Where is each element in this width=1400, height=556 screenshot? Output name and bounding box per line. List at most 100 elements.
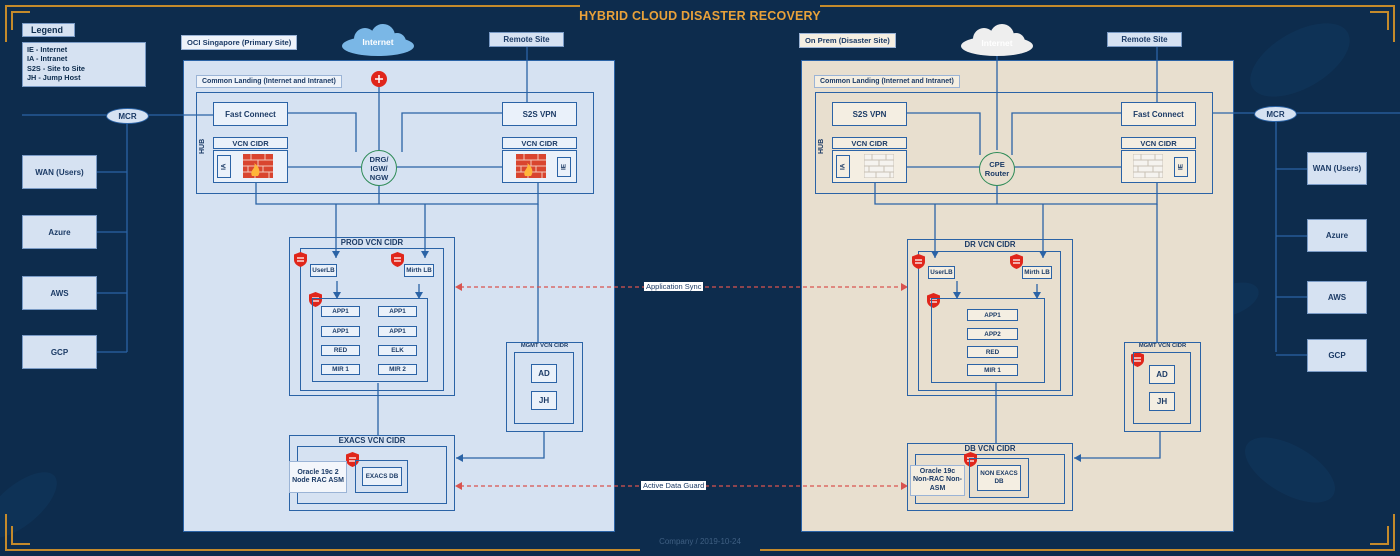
vcn-cidr-right-primary: VCN CIDR — [502, 137, 577, 149]
app-tier-box-dr — [931, 298, 1045, 383]
app-node: APP1 — [967, 309, 1018, 321]
shield-icon — [391, 252, 404, 267]
prod-vcn-label: PROD VCN CIDR — [340, 238, 404, 247]
gcp-node-right: GCP — [1307, 339, 1367, 372]
aws-node-left: AWS — [22, 276, 97, 310]
app-node: RED — [321, 345, 360, 356]
app-node: RED — [967, 346, 1018, 358]
drg-gateway-node: DRG/ IGW/ NGW — [361, 150, 397, 186]
jh-node-primary: JH — [531, 391, 557, 410]
jh-node-dr: JH — [1149, 392, 1175, 411]
legend-item: IA - Intranet — [27, 54, 68, 64]
legend-item: S2S - Site to Site — [27, 63, 85, 73]
app-node: APP1 — [321, 306, 360, 317]
ia-label-primary: IA — [217, 155, 231, 178]
exacs-vcn-label: EXACS VCN CIDR — [338, 436, 406, 445]
firewall-icon — [1133, 154, 1163, 178]
aws-node-right: AWS — [1307, 281, 1367, 314]
diagram-title: HYBRID CLOUD DISASTER RECOVERY — [579, 9, 821, 23]
router-icon — [371, 71, 387, 87]
ie-label-primary: IE — [557, 157, 571, 177]
non-exacs-db-container — [969, 458, 1029, 498]
app-node: APP2 — [967, 328, 1018, 340]
ad-node-dr: AD — [1149, 365, 1175, 384]
dr-site-label: On Prem (Disaster Site) — [799, 33, 896, 48]
common-landing-label-primary: Common Landing (Internet and Intranet) — [196, 75, 342, 88]
internet-cloud-icon — [961, 24, 1033, 56]
ia-label-dr: IA — [836, 155, 850, 178]
azure-node-right: Azure — [1307, 219, 1367, 252]
internet-cloud-icon — [342, 24, 414, 56]
gcp-node-left: GCP — [22, 335, 97, 369]
app-tier-box-primary — [312, 298, 428, 382]
legend-item: JH - Jump Host — [27, 72, 81, 82]
db-vcn-box — [907, 443, 1073, 511]
shield-icon — [1131, 352, 1144, 367]
shield-icon — [294, 252, 307, 267]
active-data-guard-label: Active Data Guard — [641, 481, 707, 490]
db-vcn-label: DB VCN CIDR — [964, 444, 1016, 453]
app-node: APP1 — [378, 326, 417, 337]
s2s-vpn-node-dr: S2S VPN — [832, 102, 907, 126]
fast-connect-node-dr: Fast Connect — [1121, 102, 1196, 126]
mgmt-vcn-label-dr: MGMT VCN CIDR — [1138, 343, 1187, 349]
firewall-icon — [516, 154, 546, 178]
internet-cloud-label-dr: Internet — [981, 38, 1013, 48]
wan-users-node-left: WAN (Users) — [22, 155, 97, 189]
hub-box-dr — [815, 92, 1213, 194]
shield-icon — [912, 254, 925, 269]
oracle-db-label-primary: Oracle 19c 2 Node RAC ASM — [289, 461, 347, 493]
mgmt-vcn-box-dr — [1124, 342, 1201, 432]
userlb-node-dr: UserLB — [928, 266, 955, 279]
vcn-cidr-left-primary: VCN CIDR — [213, 137, 288, 149]
mcr-node-left: MCR — [106, 108, 149, 124]
wan-users-node-right: WAN (Users) — [1307, 152, 1367, 185]
ie-label-dr: IE — [1174, 157, 1188, 177]
app-node: APP1 — [378, 306, 417, 317]
mirthlb-node-primary: Mirth LB — [404, 264, 434, 277]
app-node: MIR 1 — [967, 364, 1018, 376]
prod-vcn-inner — [300, 248, 444, 391]
fast-connect-node-primary: Fast Connect — [213, 102, 288, 126]
vcn-cidr-right-dr: VCN CIDR — [1121, 137, 1196, 149]
remote-site-node-primary: Remote Site — [489, 32, 564, 47]
mgmt-vcn-inner-dr — [1133, 352, 1191, 424]
dr-vcn-label: DR VCN CIDR — [964, 240, 1016, 249]
dr-vcn-box — [907, 239, 1073, 396]
legend-title: Legend — [22, 23, 75, 37]
oracle-db-label-dr: Oracle 19c Non-RAC Non-ASM — [910, 465, 965, 496]
legend-box: IE - Internet IA - Intranet S2S - Site t… — [22, 42, 146, 87]
ad-node-primary: AD — [531, 364, 557, 383]
mcr-node-right: MCR — [1254, 106, 1297, 122]
s2s-vpn-node-primary: S2S VPN — [502, 102, 577, 126]
cpe-router-node: CPE Router — [979, 152, 1015, 186]
hub-box-primary — [196, 92, 594, 194]
non-exacs-db-node: NON EXACS DB — [977, 465, 1021, 491]
azure-node-left: Azure — [22, 215, 97, 249]
remote-site-node-dr: Remote Site — [1107, 32, 1182, 47]
application-sync-label: Application Sync — [644, 282, 704, 291]
app-node: MIR 2 — [378, 364, 417, 375]
mgmt-vcn-box-primary — [506, 342, 583, 432]
internet-cloud-label-primary: Internet — [362, 37, 394, 47]
mgmt-vcn-inner-primary — [514, 352, 574, 424]
app-node: ELK — [378, 345, 417, 356]
firewall-icon — [864, 154, 894, 178]
app-node: MIR 1 — [321, 364, 360, 375]
mirthlb-node-dr: Mirth LB — [1022, 266, 1052, 279]
exacs-db-container — [355, 460, 408, 493]
hub-label-dr: HUB — [818, 138, 825, 154]
common-landing-label-dr: Common Landing (Internet and Intranet) — [814, 75, 960, 88]
prod-vcn-box — [289, 237, 455, 396]
mgmt-vcn-label-primary: MGMT VCN CIDR — [520, 343, 569, 349]
primary-site-label: OCI Singapore (Primary Site) — [181, 35, 298, 50]
firewall-icon — [243, 154, 273, 178]
vcn-cidr-left-dr: VCN CIDR — [832, 137, 907, 149]
hub-label-primary: HUB — [199, 138, 206, 154]
exacs-db-node: EXACS DB — [362, 467, 402, 486]
legend-item: IE - Internet — [27, 45, 68, 54]
dr-vcn-inner — [918, 251, 1061, 391]
shield-icon — [1010, 254, 1023, 269]
userlb-node-primary: UserLB — [310, 264, 337, 277]
